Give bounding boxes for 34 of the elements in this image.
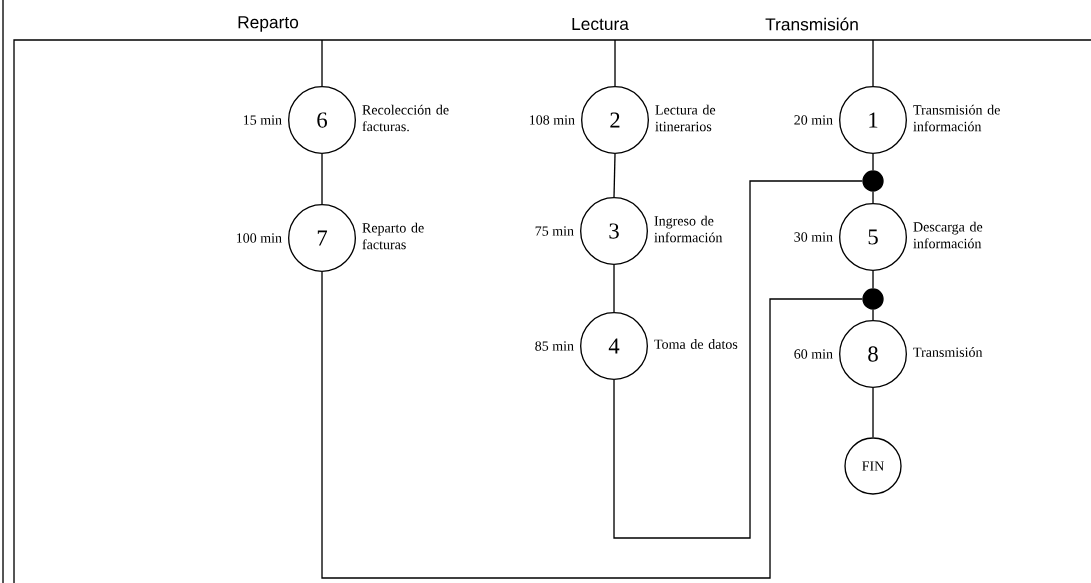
activity-label: Recolección de facturas. (362, 104, 449, 132)
connector-line (872, 191, 874, 204)
connector-line (872, 153, 874, 171)
connector-line (872, 270, 874, 289)
duration-label: 30 min (794, 232, 833, 242)
lane-heading: Lectura (572, 17, 629, 31)
connector-line (321, 271, 863, 579)
duration-label: 60 min (794, 349, 833, 359)
lane-heading: Reparto (238, 16, 299, 32)
duration-label: 100 min (236, 233, 282, 243)
connector-line (613, 153, 616, 198)
activity-label: Transmisión de información (913, 104, 1000, 132)
activity-label: Transmisión (913, 347, 983, 357)
connector-line (872, 309, 874, 321)
duration-label: 15 min (243, 115, 282, 125)
activity-label: Toma de datos (654, 339, 738, 349)
activity-label: Lectura de itinerarios (655, 104, 716, 132)
connector-line (321, 39, 323, 87)
duration-label: 75 min (535, 226, 574, 236)
connector-line (872, 39, 874, 87)
junction-dot (862, 170, 884, 192)
duration-label: 85 min (535, 341, 574, 351)
duration-label: 20 min (794, 115, 833, 125)
activity-label: Ingreso de información (654, 215, 723, 243)
duration-label: 108 min (529, 115, 575, 125)
connector-line (613, 264, 615, 313)
activity-label: Reparto de facturas (362, 222, 424, 250)
connector-line (872, 387, 874, 438)
lane-heading: Transmisión (765, 17, 858, 31)
activity-label: Descarga de información (913, 221, 983, 249)
connector-line (613, 180, 863, 539)
junction-dot (862, 288, 884, 310)
connector-line (614, 39, 616, 87)
connector-line (321, 153, 323, 205)
